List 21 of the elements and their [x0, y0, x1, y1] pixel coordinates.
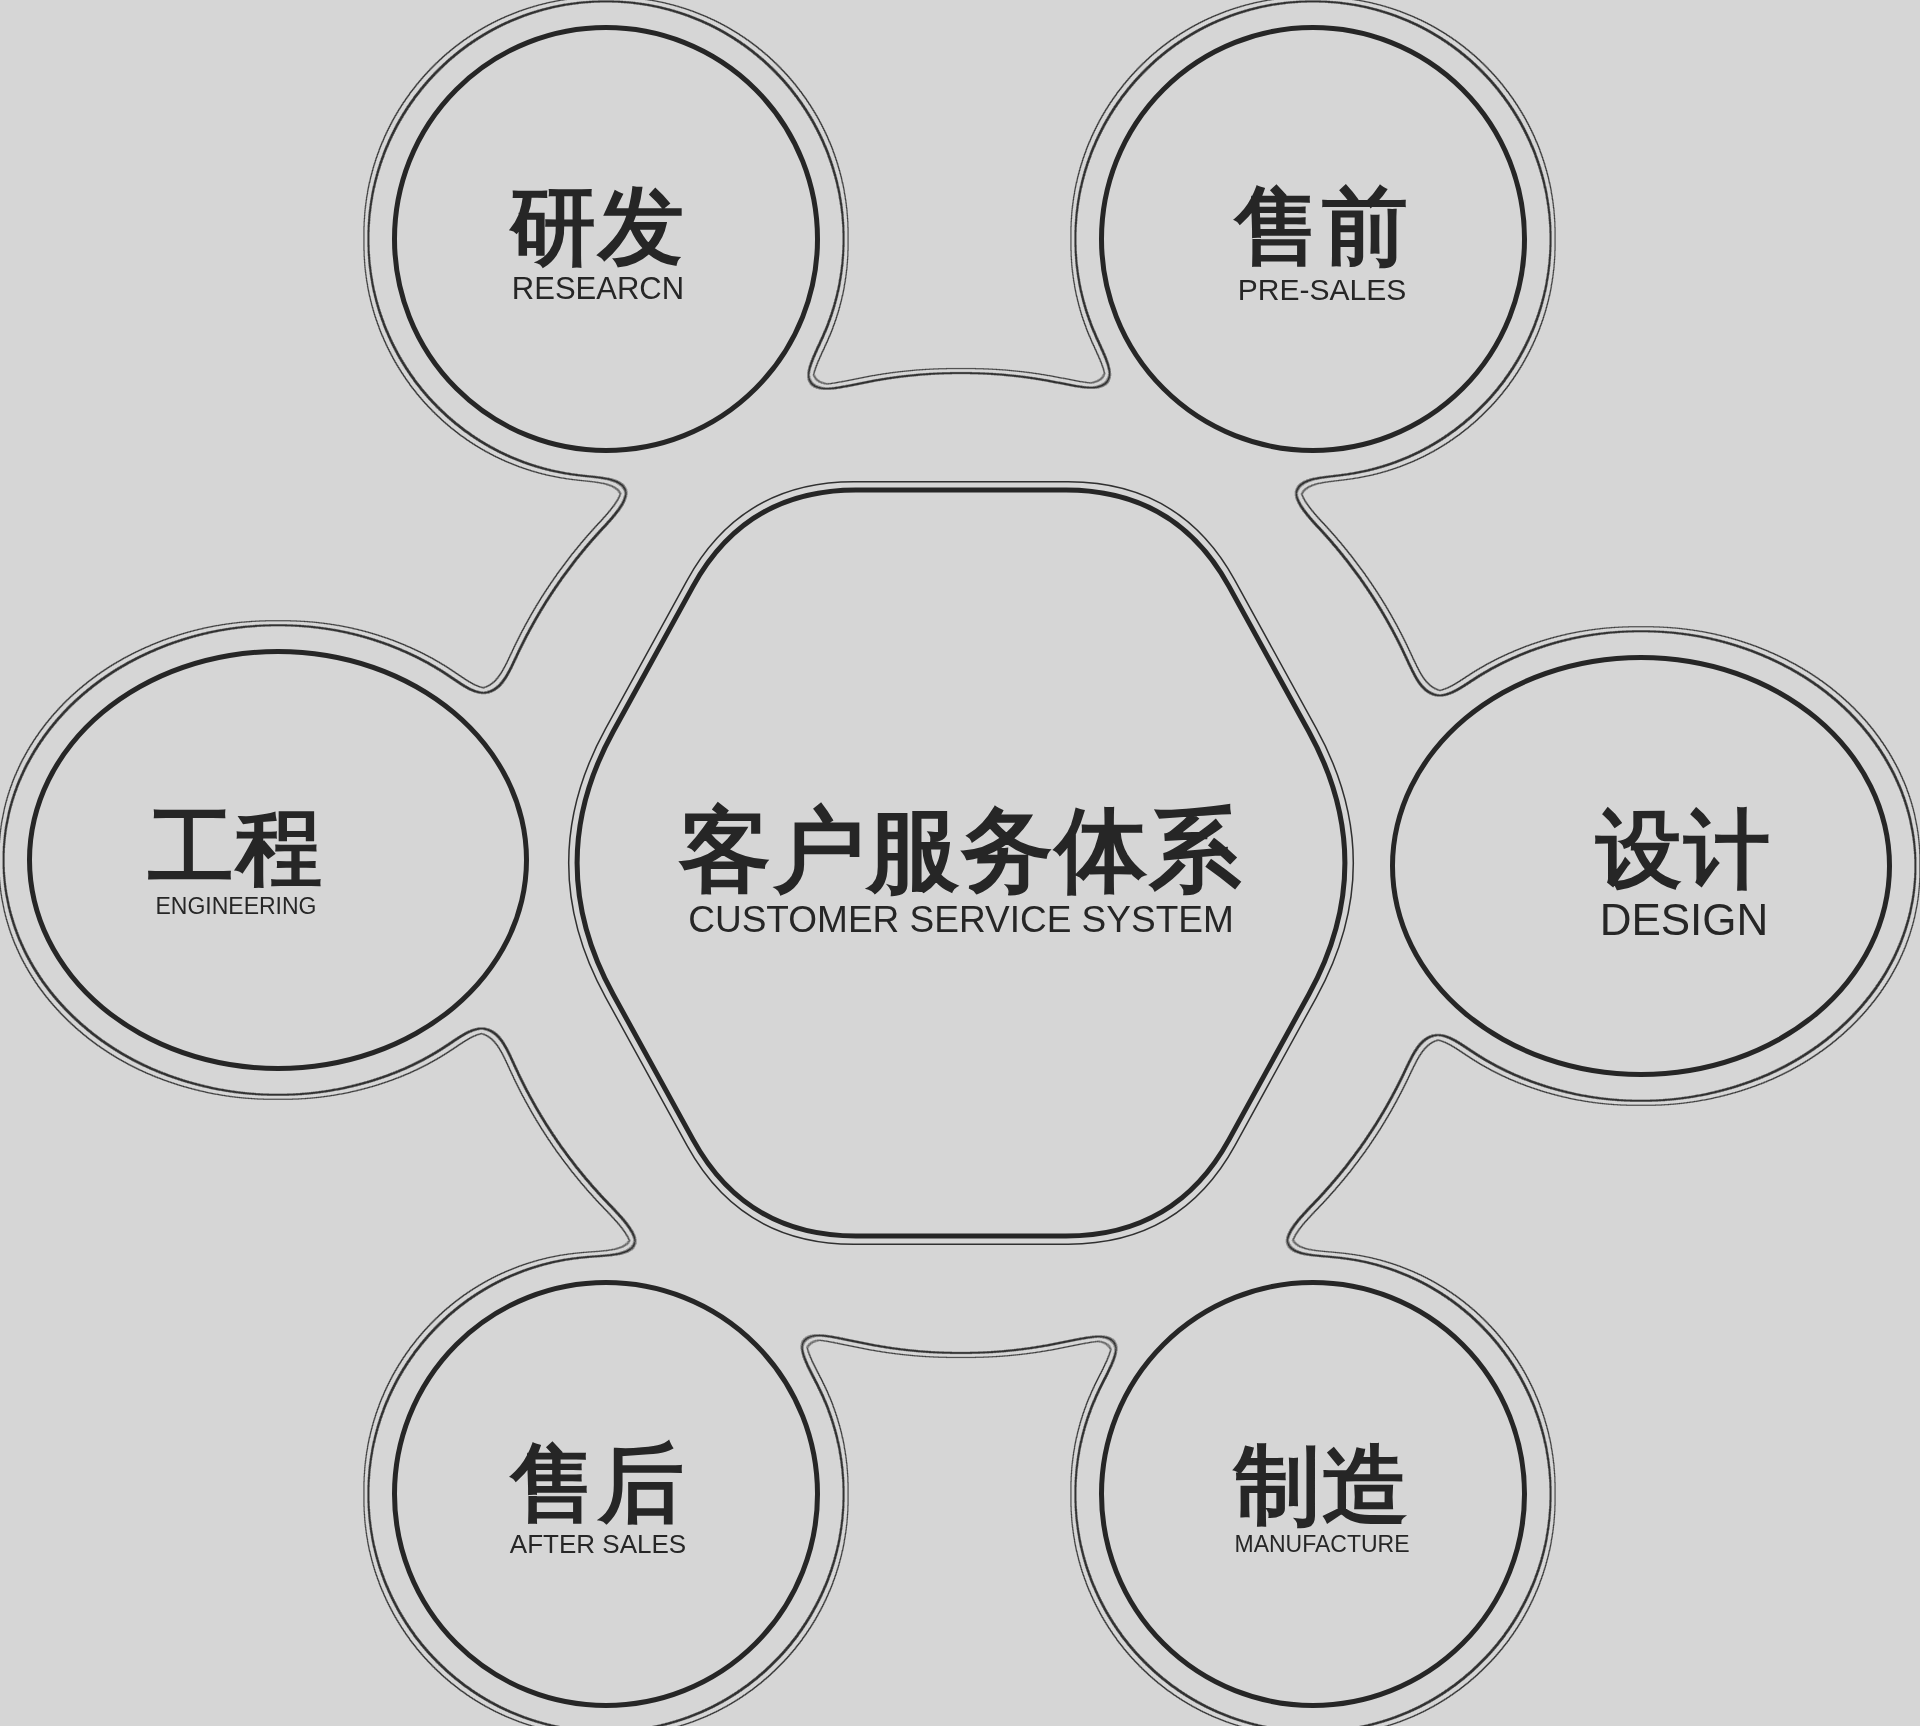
node-subtitle: ENGINEERING: [155, 893, 317, 920]
node-subtitle: AFTER SALES: [509, 1530, 687, 1559]
node-subtitle: MANUFACTURE: [1234, 1531, 1410, 1558]
node-subtitle: PRE-SALES: [1237, 272, 1407, 306]
circle-node: [392, 25, 820, 453]
node-subtitle: RESEARCN: [511, 272, 685, 307]
node-title: 设计: [1596, 803, 1772, 897]
node-title: 售后: [510, 1437, 686, 1531]
circle-node: [1099, 1280, 1527, 1708]
node-subtitle: CUSTOMER SERVICE SYSTEM: [688, 900, 1234, 941]
oval-node: [1390, 655, 1892, 1077]
node-title: 工程: [148, 800, 324, 894]
circle-node: [1099, 25, 1527, 453]
circle-node: [392, 1280, 820, 1708]
node-title: 售前: [1234, 180, 1410, 273]
hexagon-node: [568, 480, 1354, 1246]
node-title: 研发: [510, 179, 686, 273]
node-subtitle: DESIGN: [1599, 896, 1769, 945]
node-title: 制造: [1234, 1438, 1410, 1532]
oval-node: [27, 649, 529, 1071]
node-title: 客户服务体系: [679, 800, 1243, 901]
